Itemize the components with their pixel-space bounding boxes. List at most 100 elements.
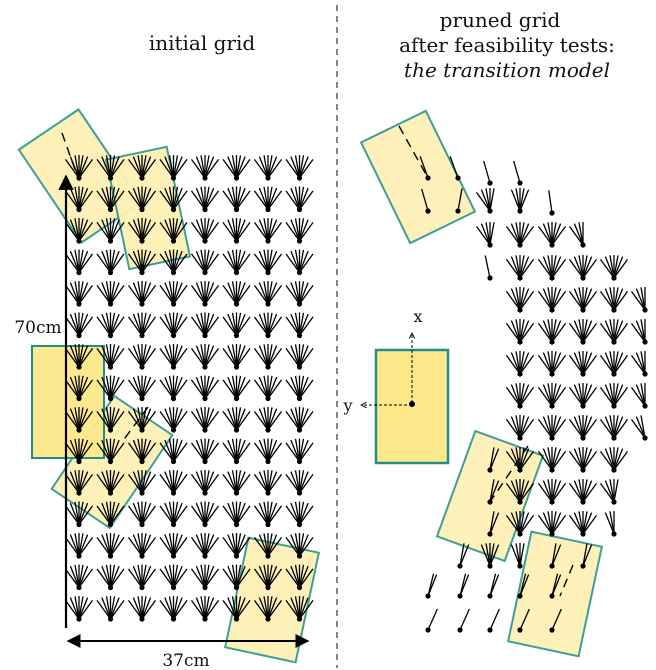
pruned-pose-fan — [505, 447, 535, 473]
orientation-line — [200, 501, 206, 525]
orientation-line — [74, 564, 80, 588]
orientation-line — [204, 600, 220, 620]
orientation-line — [551, 226, 567, 246]
orientation-line — [613, 319, 619, 343]
grid-point — [549, 563, 555, 569]
orientation-line — [582, 483, 598, 503]
orientation-line — [172, 186, 179, 210]
orientation-line — [141, 312, 147, 336]
orientation-line — [613, 416, 624, 439]
pruned-pose-fan — [421, 188, 431, 214]
grid-point — [76, 269, 82, 276]
orientation-line — [109, 534, 120, 557]
orientation-line — [74, 533, 80, 557]
orientation-line — [578, 415, 584, 439]
grid-point — [611, 531, 617, 537]
orientation-line — [227, 502, 238, 525]
pose-fan — [253, 375, 283, 402]
grid-point — [202, 521, 208, 528]
orientation-line — [74, 470, 80, 494]
pruned-pose-fan — [487, 608, 500, 633]
orientation-line — [168, 281, 175, 305]
orientation-line — [231, 375, 238, 399]
pruned-pose-fan — [568, 383, 598, 409]
orientation-line — [551, 483, 567, 503]
orientation-line — [109, 408, 120, 431]
grid-point — [170, 490, 177, 496]
orientation-line — [109, 596, 116, 620]
orientation-line — [578, 511, 584, 535]
pruned-pose-fan — [419, 156, 431, 181]
pose-fan — [159, 344, 188, 370]
grid-point — [455, 175, 461, 181]
orientation-line — [519, 355, 535, 375]
orientation-line — [298, 155, 305, 179]
pose-fan — [127, 470, 157, 496]
orientation-line — [159, 600, 175, 620]
orientation-line — [127, 411, 143, 431]
orientation-line — [267, 285, 283, 305]
grid-point — [139, 332, 145, 339]
orientation-line — [582, 419, 598, 439]
grid-point — [265, 616, 271, 622]
orientation-line — [609, 255, 615, 279]
pruned-pose-fan — [510, 543, 525, 569]
orientation-line — [190, 253, 206, 273]
orientation-line — [640, 383, 646, 407]
pose-fan — [64, 186, 94, 213]
orientation-line — [141, 187, 152, 210]
orientation-line — [489, 574, 500, 597]
orientation-line — [105, 186, 112, 210]
orientation-line — [204, 155, 210, 179]
orientation-line — [200, 533, 206, 557]
orientation-line — [298, 411, 314, 431]
pruned-pose-fan — [505, 255, 535, 281]
orientation-line — [599, 291, 615, 311]
pose-fan — [127, 375, 157, 402]
orientation-line — [537, 355, 553, 375]
pose-fan — [64, 281, 94, 307]
orientation-line — [78, 253, 94, 273]
orientation-line — [172, 313, 183, 336]
orientation-line — [427, 574, 438, 597]
orientation-line — [298, 316, 314, 336]
orientation-line — [64, 474, 80, 494]
orientation-line — [489, 480, 500, 503]
orientation-line — [105, 281, 112, 305]
pose-fan — [222, 438, 251, 465]
orientation-line — [421, 188, 429, 212]
orientation-line — [510, 320, 521, 343]
pruned-pose-fan — [505, 415, 535, 441]
orientation-line — [204, 568, 220, 588]
pose-fan — [96, 186, 125, 213]
orientation-line — [640, 351, 646, 375]
orientation-line — [109, 281, 116, 305]
pose-fan — [190, 438, 220, 465]
orientation-line — [141, 156, 152, 179]
orientation-line — [253, 411, 269, 431]
orientation-line — [613, 447, 619, 471]
pose-fan — [285, 155, 314, 181]
orientation-line — [222, 253, 238, 273]
orientation-line — [285, 442, 301, 462]
orientation-line — [510, 352, 521, 375]
orientation-line — [172, 222, 188, 242]
orientation-line — [227, 250, 238, 273]
orientation-line — [294, 155, 301, 179]
orientation-line — [168, 155, 175, 179]
grid-point — [549, 627, 555, 633]
orientation-line — [253, 442, 269, 462]
orientation-line — [505, 483, 521, 503]
pose-fan — [190, 186, 220, 213]
orientation-line — [613, 351, 619, 375]
pose-fan — [190, 501, 220, 528]
orientation-line — [141, 250, 152, 273]
orientation-line — [172, 312, 179, 336]
orientation-line — [204, 474, 220, 494]
orientation-line — [298, 501, 305, 525]
orientation-line — [78, 442, 94, 462]
orientation-line — [78, 222, 94, 242]
orientation-line — [172, 344, 179, 368]
pruned-pose-fan — [425, 608, 438, 633]
orientation-line — [172, 218, 179, 242]
